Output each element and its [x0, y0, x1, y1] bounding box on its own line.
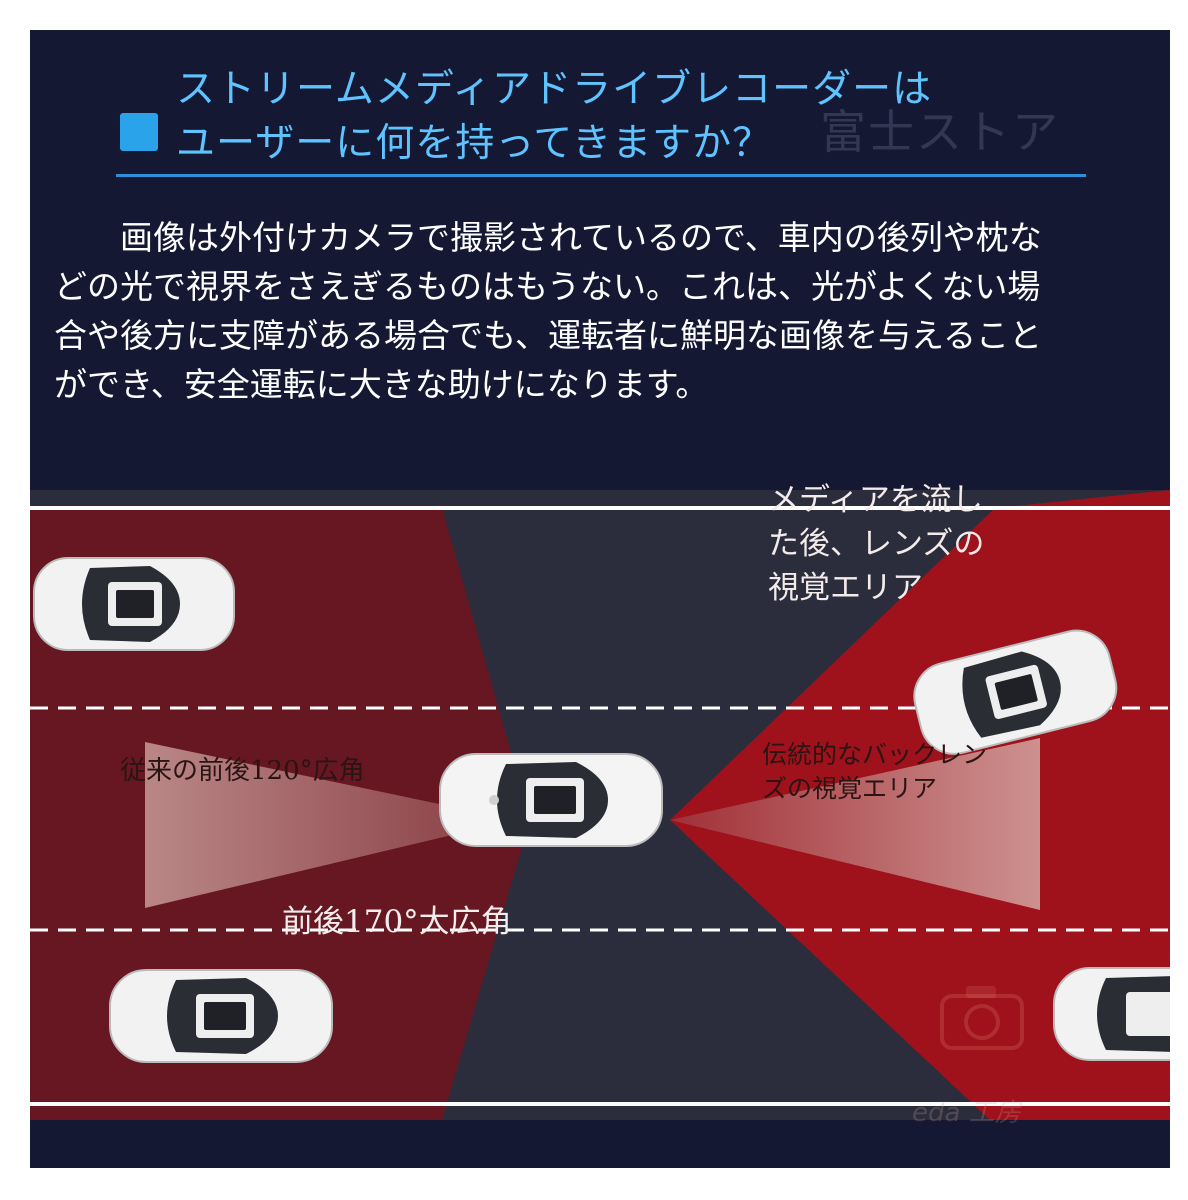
header-section: ストリームメディアドライブレコーダーは ユーザーに何を持ってきますか？ 富士スト… — [30, 30, 1170, 490]
watermark-bottom: eda 工房 — [912, 1098, 1021, 1128]
description-line: ができ、安全運転に大きな助けになります。 — [54, 365, 709, 404]
media-view-label-line: メディアを流し — [768, 482, 983, 518]
watermark-top: 富士ストア — [820, 105, 1060, 159]
traditional-lens-label: 伝統的なバックレン ズの視覚エリア — [762, 738, 987, 806]
car-right-lane — [913, 629, 1118, 755]
car-bottom-right-partial — [1053, 967, 1170, 1061]
media-view-label-line: 視覚エリア — [768, 570, 923, 606]
car-bottom-left — [109, 969, 333, 1063]
car-top-left — [33, 557, 235, 651]
footer-strip — [30, 1120, 1170, 1168]
title-underline — [116, 174, 1086, 177]
camera-watermark-icon — [940, 986, 1024, 1050]
description-text: 画像は外付けカメラで撮影されているので、車内の後列や枕な どの光で視界をさえぎる… — [54, 213, 1164, 409]
title-line-2: ユーザーに何を持ってきますか？ — [176, 121, 773, 166]
description-line: 合や後方に支障がある場合でも、運転者に鮮明な画像を与えること — [54, 316, 1043, 355]
media-view-label-line: た後、レンズの — [768, 526, 985, 562]
traditional-lens-label-line: 伝統的なバックレン — [762, 740, 988, 769]
traditional-rear-view — [670, 738, 1040, 910]
title-bullet-icon — [120, 113, 158, 151]
title-line-1: ストリームメディアドライブレコーダーは — [176, 67, 933, 112]
car-center-ego — [439, 753, 663, 847]
wide-angle-label: 前後170°大広角 — [282, 904, 512, 940]
description-line: どの光で視界をさえぎるものはもうない。これは、光がよくない場 — [54, 267, 1041, 306]
media-view-label: メディアを流し た後、レンズの 視覚エリア — [768, 478, 984, 610]
description-line: 画像は外付けカメラで撮影されているので、車内の後列や枕な — [54, 218, 1042, 257]
traditional-lens-label-line: ズの視覚エリア — [762, 774, 938, 803]
conventional-angle-label: 従来の前後120°広角 — [120, 756, 365, 786]
conventional-front-view — [145, 742, 515, 908]
